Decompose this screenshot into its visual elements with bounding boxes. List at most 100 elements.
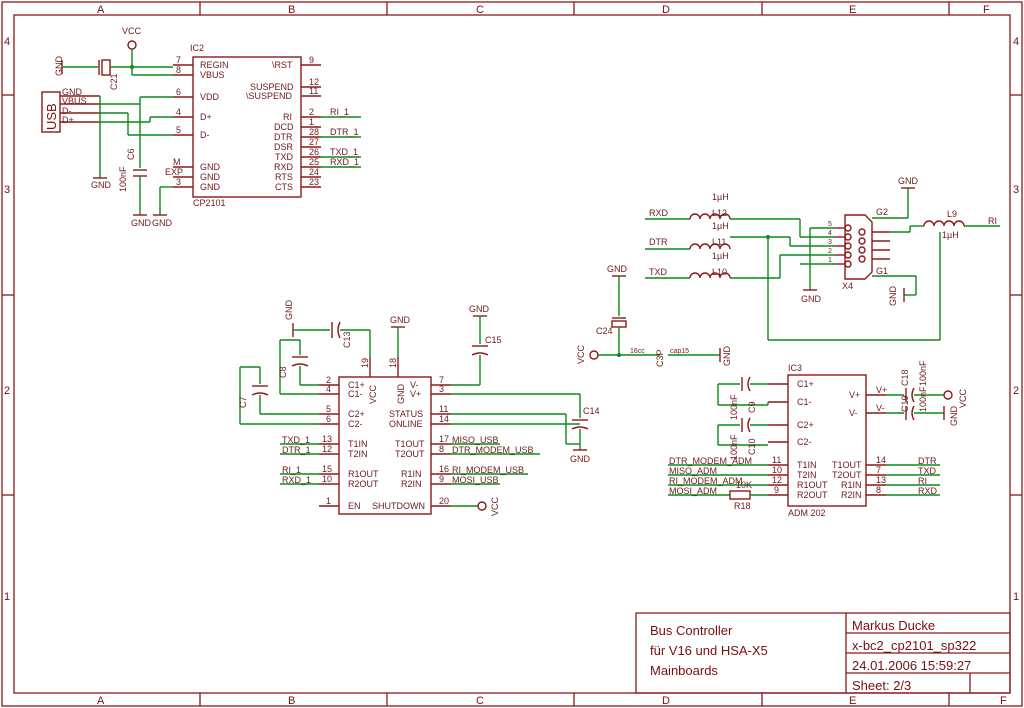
l9-net-ri: RI: [988, 216, 997, 226]
l9-value: 1µH: [942, 230, 959, 240]
datetime: 24.01.2006 15:59:27: [852, 658, 971, 673]
ic2-pin-dplus: D+: [200, 112, 212, 122]
c24-gnd-right: GND: [722, 346, 732, 367]
row-label-4-left: 4: [4, 36, 10, 48]
ic2-pin-rxd: RXD: [274, 162, 294, 172]
col-label-e-bottom: E: [849, 695, 856, 707]
c6-value: 100nF: [118, 166, 128, 192]
vcc-symbol-ic2: [127, 40, 137, 50]
ic3-pin-t2out: T2OUT: [832, 470, 862, 480]
ic1-pin-r1out: R1OUT: [348, 469, 379, 479]
net-label-rxd1: RXD_1: [330, 157, 359, 167]
ic2-pin-gnd-3: GND: [200, 182, 221, 192]
col-label-a-bottom: A: [97, 695, 105, 707]
ic1-pin-en: EN: [348, 501, 361, 511]
ic1-pin-16-num: 16: [439, 464, 449, 474]
l12-name: L12: [712, 208, 727, 218]
ic3-c10-value: 100nF: [729, 434, 739, 460]
row-label-3-right: 3: [1013, 184, 1019, 196]
ic1-pin-status: STATUS: [389, 409, 423, 419]
net-label-ri1: RI_1: [330, 107, 349, 117]
l9-symbol: [923, 220, 965, 227]
ic1-c14-label: C14: [583, 406, 600, 416]
ic3-nets: C9 100nF C10 100nF DTR_MODEM_ADM MISO_AD…: [668, 360, 968, 511]
ic1-pin-t2in: T2IN: [348, 449, 368, 459]
ic3-c19-value: 100nF: [918, 386, 928, 412]
ic3-pin-14-num: 14: [876, 455, 886, 465]
ic3-pin-t1in: T1IN: [797, 460, 817, 470]
c24-label: C24: [596, 326, 613, 336]
col-label-e-top: E: [849, 4, 856, 16]
col-label-c-bottom: C: [476, 695, 484, 707]
ic1-c8-label: C8: [278, 366, 288, 378]
ic1-pin-c2minus: C2-: [348, 419, 363, 429]
ic1-pin-gnd: GND: [396, 384, 406, 405]
ic3-outer-vplus: V+: [876, 385, 887, 395]
ic2-pin-exp-num: EXP: [165, 167, 183, 177]
ic3-pin-r2in: R2IN: [841, 490, 862, 500]
ic2-pin-vbus: VBUS: [200, 70, 225, 80]
c24-vcc: VCC: [576, 344, 586, 364]
ic1-pin-17-num: 17: [439, 434, 449, 444]
net-label-txd1: TXD_1: [330, 147, 358, 157]
ic3-c9-value: 100nF: [729, 394, 739, 420]
col-label-f-bottom: F: [1000, 695, 1007, 707]
ic1-pin-20-num: 20: [439, 496, 449, 506]
ic2-pin-23-num: 23: [309, 177, 319, 187]
ic2-pin-m-num: M: [173, 157, 181, 167]
ic2-pin-nsuspend: \SUSPEND: [246, 91, 293, 101]
ic2-part: CP2101: [193, 198, 226, 208]
col-label-c-top: C: [476, 4, 484, 16]
ic1-pin-4-num: 4: [326, 384, 331, 394]
ic3-pin-vplus: V+: [849, 390, 860, 400]
ic1-net-mosi: MOSI_USB: [452, 475, 499, 485]
ic1-pin-shutdown: SHUTDOWN: [372, 501, 425, 511]
row-label-1-right: 1: [1013, 591, 1019, 603]
ic3-pin-8-num: 8: [876, 485, 881, 495]
usb-connector: USB GND VBUS D- D+: [41, 87, 100, 133]
ic2-pin-28-num: 28: [309, 127, 319, 137]
ic3-pin-9-num: 9: [774, 485, 779, 495]
ic2-pin-dminus: D-: [200, 130, 210, 140]
ic3-pin-12-num: 12: [772, 475, 782, 485]
row-label-2-right: 2: [1013, 385, 1019, 397]
x4-shield-g2: G2: [876, 207, 888, 217]
ic2-pin-2-num: 2: [309, 107, 314, 117]
ic1-net-ri1: RI_1: [282, 465, 301, 475]
usb-pin-vbus: VBUS: [62, 96, 87, 106]
usb-pin-dminus: D-: [62, 106, 72, 116]
ic1-pin-c2plus: C2+: [348, 409, 365, 419]
ic3-vcc: VCC: [958, 388, 968, 408]
ic2-pin-gnd-exp: GND: [200, 172, 221, 182]
ic3-pin-c1plus: C1+: [797, 379, 814, 389]
x4-pin-3: 3: [828, 239, 832, 246]
ic3-pin-c2plus: C2+: [797, 420, 814, 430]
x4-net-txd: TXD: [649, 267, 668, 277]
ic1-pin-t2out: T2OUT: [395, 449, 425, 459]
ic2-pin-dcd: DCD: [274, 122, 294, 132]
ic1-pin-3-num: 3: [439, 384, 444, 394]
x4-net-dtr: DTR: [649, 237, 668, 247]
ic2-pin-regin: REGIN: [200, 60, 229, 70]
ic2-pin-3-num: 3: [176, 177, 181, 187]
ic1-pin-online: ONLINE: [389, 419, 423, 429]
ic1-net-txd1: TXD_1: [282, 435, 310, 445]
ic3-pin-r2out: R2OUT: [797, 490, 828, 500]
ic2-pin-7-num: 7: [176, 55, 181, 65]
ic2-pin-6-num: 6: [176, 87, 181, 97]
l11-value: 1µH: [712, 221, 729, 231]
l10-name: L10: [712, 267, 727, 277]
ic1-nets: TXD_1 DTR_1 RI_1 RXD_1 MISO_USB DTR_MODE…: [238, 300, 600, 517]
x4-gnd-left: GND: [801, 294, 822, 304]
title-block: Bus Controller für V16 und HSA-X5 Mainbo…: [635, 612, 1011, 694]
connector-x4: RXD DTR TXD 1µH L12 1µH L11 1µH L10 GN: [645, 176, 1000, 341]
ic3-pin-c1minus: C1-: [797, 397, 812, 407]
c24-symbol: [611, 320, 627, 328]
ic1-pin-r1in: R1IN: [401, 469, 422, 479]
ic3-pin-13-num: 13: [876, 475, 886, 485]
ic1-pin-11-num: 11: [439, 404, 448, 414]
r18-value: 10K: [736, 480, 752, 490]
ic3-net-miso: MISO_ADM: [669, 466, 717, 476]
ic3-outer-vminus: V-: [876, 403, 885, 413]
ic2-pin-11-num: 11: [309, 86, 318, 96]
